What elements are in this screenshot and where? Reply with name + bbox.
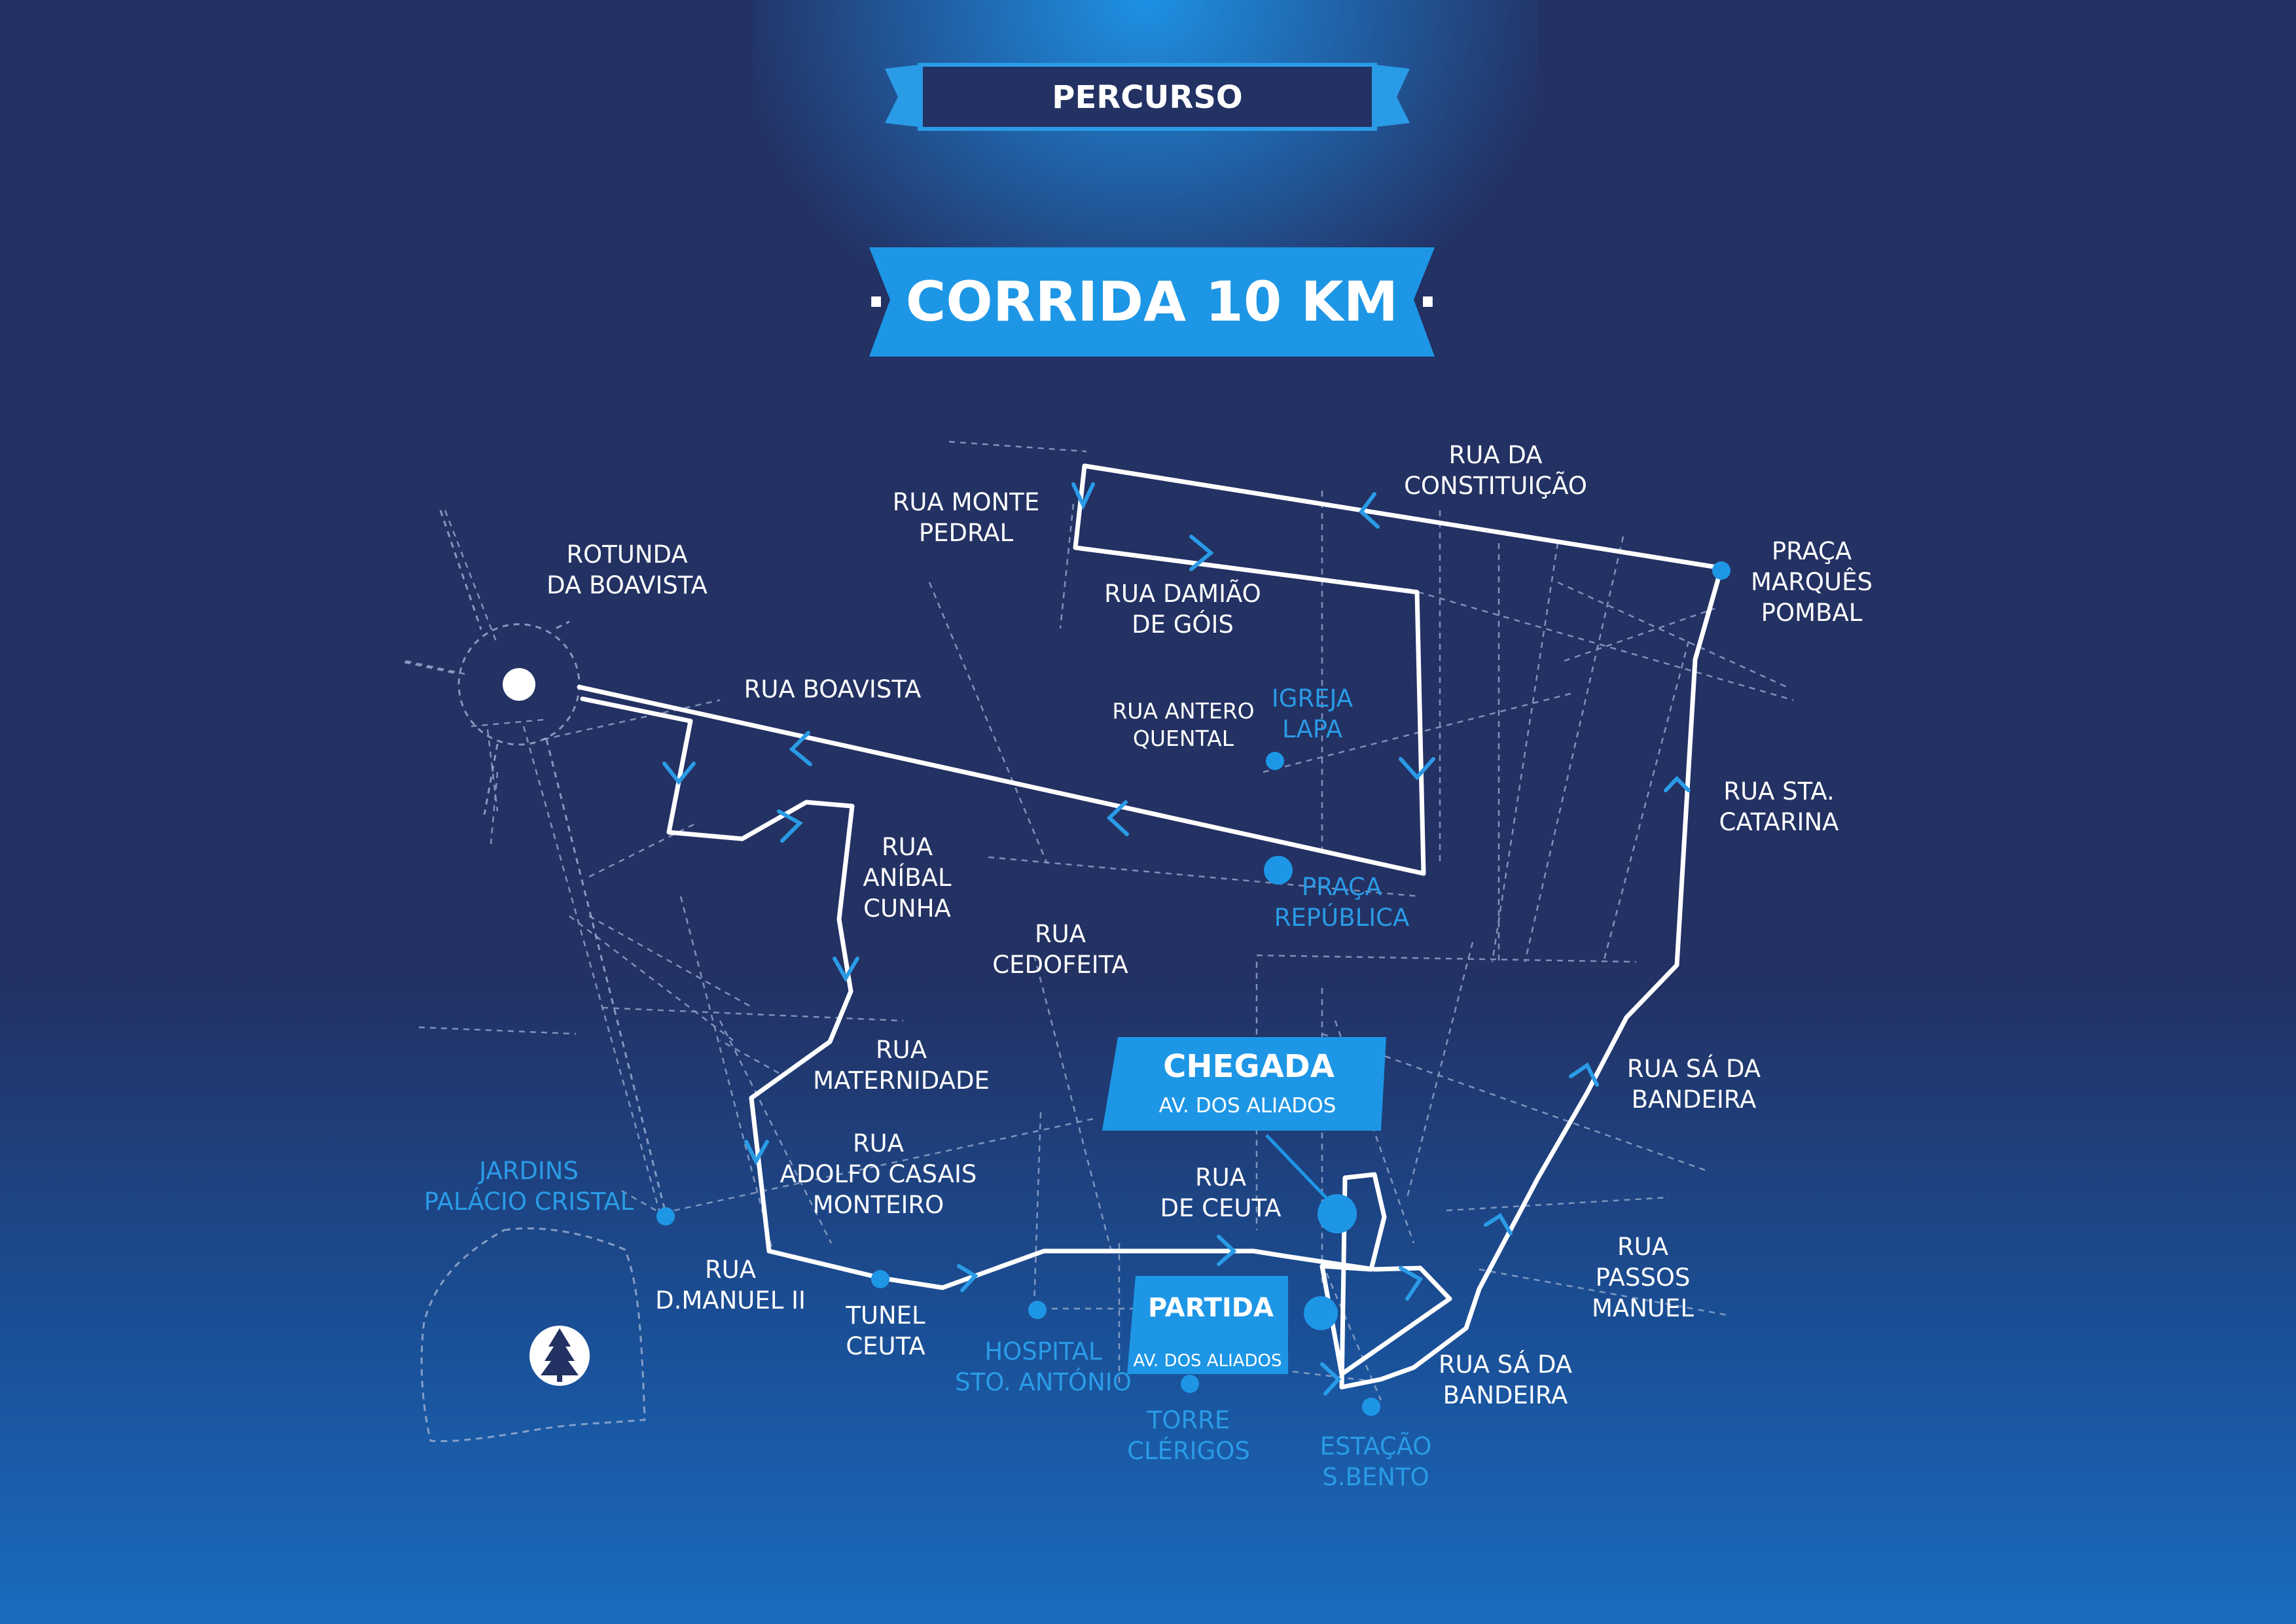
direction-arrows	[662, 482, 1691, 1396]
label-rua-sta-catarina: RUA STA.CATARINA	[1719, 777, 1839, 836]
start-marker: PARTIDA AV. DOS ALIADOS	[1127, 1276, 1288, 1374]
chevron-arrow-icon	[777, 809, 803, 843]
chevron-arrow-icon	[789, 731, 812, 766]
start-subtitle: AV. DOS ALIADOS	[1133, 1351, 1282, 1371]
chevron-arrow-icon	[1106, 800, 1129, 836]
rotunda-boavista-circle	[404, 510, 668, 1216]
chevron-arrow-icon	[1071, 482, 1095, 510]
finish-marker: CHEGADA AV. DOS ALIADOS	[1102, 1037, 1386, 1131]
roundabout-dot-icon	[503, 668, 535, 701]
percurso-banner: PERCURSO	[885, 63, 1410, 131]
location-dot-icon	[656, 1207, 675, 1226]
location-dot-icon	[1264, 856, 1293, 885]
race-title-banner: · CORRIDA 10 KM ·	[866, 247, 1439, 357]
tree-icon	[529, 1326, 590, 1386]
chevron-arrow-icon	[1569, 1062, 1599, 1087]
chevron-arrow-icon	[1484, 1212, 1513, 1235]
finish-title: CHEGADA	[1163, 1048, 1335, 1085]
percurso-title: PERCURSO	[1052, 79, 1242, 116]
landmark-dots	[656, 561, 1731, 1416]
location-dot-icon	[1318, 1194, 1357, 1233]
chevron-arrow-icon	[1664, 775, 1691, 792]
location-dot-icon	[1028, 1301, 1047, 1319]
location-dot-icon	[1304, 1296, 1338, 1330]
finish-subtitle: AV. DOS ALIADOS	[1159, 1094, 1336, 1118]
chevron-arrow-icon	[957, 1264, 978, 1292]
label-rua-boavista: RUA BOAVISTA	[744, 675, 922, 703]
chevron-arrow-icon	[1358, 492, 1380, 529]
chevron-arrow-icon	[744, 1140, 769, 1166]
chevron-arrow-icon	[1399, 1266, 1424, 1301]
location-dot-icon	[1362, 1398, 1380, 1416]
jardins-palacio-cristal-area	[420, 1227, 646, 1443]
race-title: · CORRIDA 10 KM ·	[866, 270, 1439, 334]
location-dot-icon	[1181, 1375, 1199, 1393]
chevron-arrow-icon	[1399, 757, 1435, 781]
chevron-arrow-icon	[662, 762, 696, 785]
chevron-arrow-icon	[833, 957, 859, 982]
chevron-arrow-icon	[1320, 1362, 1342, 1396]
location-dot-icon	[871, 1270, 889, 1288]
chevron-arrow-icon	[1189, 535, 1214, 571]
chevron-arrow-icon	[1217, 1235, 1237, 1266]
start-title: PARTIDA	[1148, 1293, 1274, 1323]
finish-pointer	[1265, 1134, 1336, 1209]
location-dot-icon	[1712, 561, 1731, 580]
location-dot-icon	[1266, 752, 1284, 770]
race-route	[577, 463, 1724, 1390]
